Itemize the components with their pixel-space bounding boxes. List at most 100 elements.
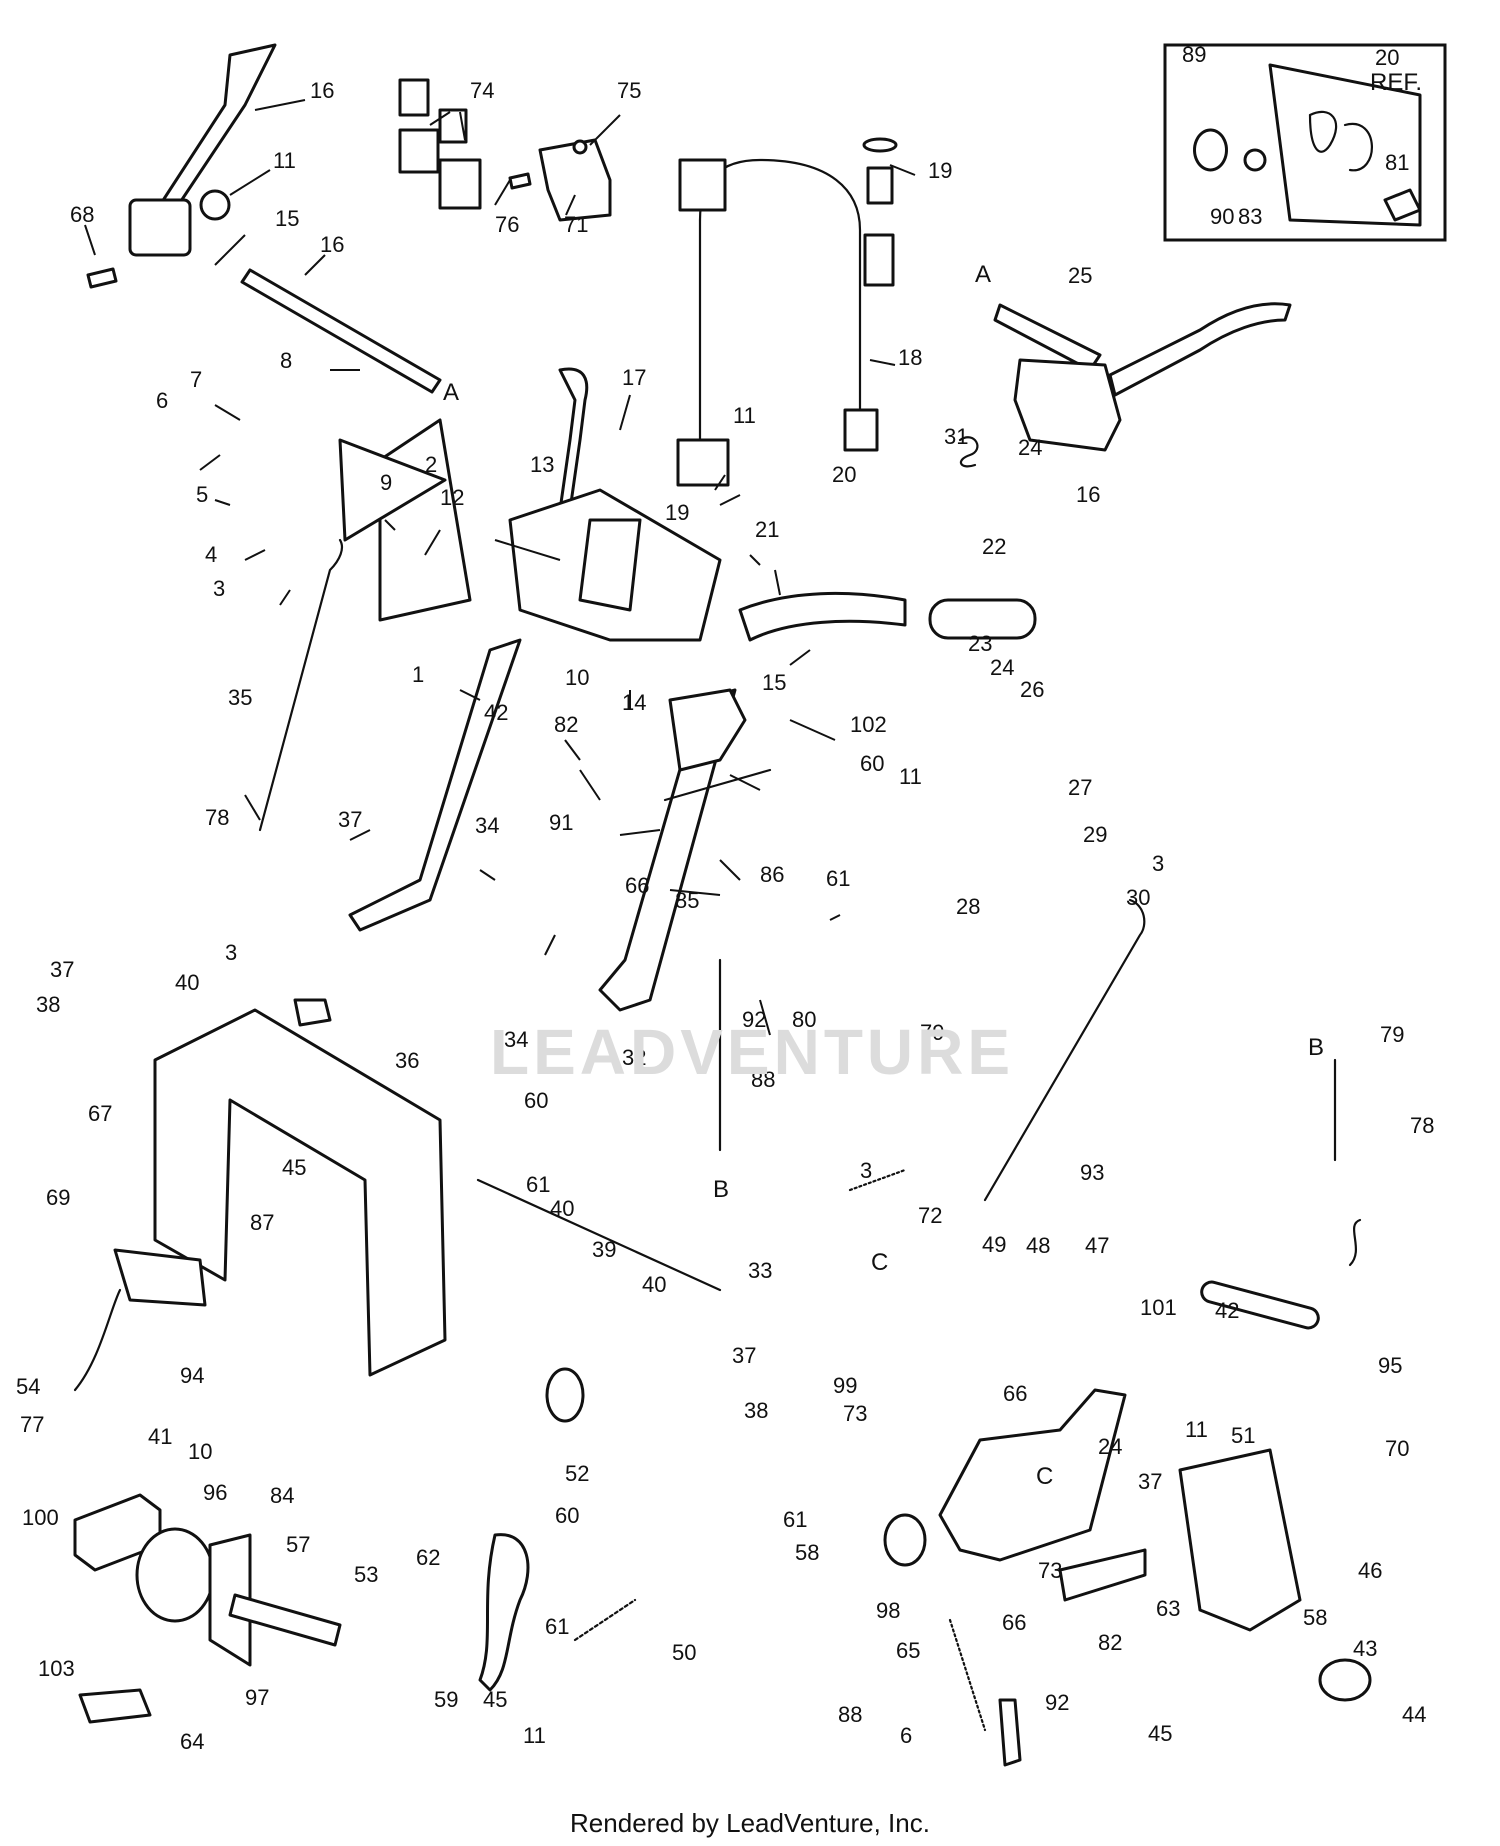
inset-ref-label: REF. <box>1370 69 1422 96</box>
callout-25: 25 <box>1068 263 1092 288</box>
callout-85: 85 <box>675 888 699 913</box>
callout-23: 23 <box>968 631 992 656</box>
callout-69: 69 <box>46 1185 70 1210</box>
bottom-center-parts <box>478 1367 637 1692</box>
callout-61: 61 <box>526 1172 550 1197</box>
callout-66: 66 <box>1002 1610 1026 1635</box>
callout-68: 68 <box>70 202 94 227</box>
callout-2: 2 <box>425 452 437 477</box>
callout-4: 4 <box>205 542 217 567</box>
callout-98: 98 <box>876 1598 900 1623</box>
callout-37: 37 <box>50 957 74 982</box>
callout-86: 86 <box>760 862 784 887</box>
leader-lines <box>84 99 916 1036</box>
callout-89: 89 <box>1182 42 1206 67</box>
callout-39: 39 <box>592 1237 616 1262</box>
callout-27: 27 <box>1068 775 1092 800</box>
callout-46: 46 <box>1358 1558 1382 1583</box>
callout-79: 79 <box>920 1020 944 1045</box>
callout-58: 58 <box>1303 1605 1327 1630</box>
callout-7: 7 <box>190 367 202 392</box>
callout-67: 67 <box>88 1101 112 1126</box>
callout-10: 10 <box>188 1439 212 1464</box>
callout-62: 62 <box>416 1545 440 1570</box>
callout-16: 16 <box>320 232 344 257</box>
callout-75: 75 <box>617 78 641 103</box>
callout-17: 17 <box>622 365 646 390</box>
footer-credit: Rendered by LeadVenture, Inc. <box>570 1808 930 1838</box>
callout-8: 8 <box>280 348 292 373</box>
callout-73: 73 <box>1038 1558 1062 1583</box>
callout-94: 94 <box>180 1363 204 1388</box>
callout-61: 61 <box>783 1507 807 1532</box>
callout-19: 19 <box>665 500 689 525</box>
callout-95: 95 <box>1378 1353 1402 1378</box>
callout-29: 29 <box>1083 822 1107 847</box>
callout-83: 83 <box>1238 204 1262 229</box>
callout-45: 45 <box>282 1155 306 1180</box>
callout-42: 42 <box>1215 1298 1239 1323</box>
reference-letter-c: C <box>1036 1463 1053 1490</box>
callout-72: 72 <box>918 1203 942 1228</box>
callout-16: 16 <box>310 78 334 103</box>
callout-76: 76 <box>495 212 519 237</box>
callout-44: 44 <box>1402 1702 1426 1727</box>
callout-34: 34 <box>504 1027 528 1052</box>
callout-3: 3 <box>213 576 225 601</box>
bottom-right-assembly <box>848 1168 1372 1767</box>
inset-box <box>1163 43 1447 242</box>
callout-54: 54 <box>16 1374 40 1399</box>
callout-41: 41 <box>148 1424 172 1449</box>
callout-32: 32 <box>622 1045 646 1070</box>
callout-65: 65 <box>896 1638 920 1663</box>
callout-3: 3 <box>225 940 237 965</box>
callout-35: 35 <box>228 685 252 710</box>
callout-19: 19 <box>928 158 952 183</box>
callout-37: 37 <box>732 1343 756 1368</box>
callout-84: 84 <box>270 1483 294 1508</box>
callout-66: 66 <box>1003 1381 1027 1406</box>
callout-49: 49 <box>982 1232 1006 1257</box>
callout-100: 100 <box>22 1505 59 1530</box>
callout-81: 81 <box>1385 150 1409 175</box>
callout-13: 13 <box>530 452 554 477</box>
left-lower-bracket <box>73 998 447 1392</box>
reference-letter-b: B <box>1308 1034 1324 1061</box>
callout-11: 11 <box>899 764 922 789</box>
callout-15: 15 <box>762 670 786 695</box>
callout-71: 71 <box>564 212 588 237</box>
callout-97: 97 <box>245 1685 269 1710</box>
callout-96: 96 <box>203 1480 227 1505</box>
reference-letter-a: A <box>443 379 459 406</box>
right-upper-lever <box>958 302 1292 468</box>
callout-57: 57 <box>286 1532 310 1557</box>
callout-21: 21 <box>755 517 779 542</box>
callout-26: 26 <box>1020 677 1044 702</box>
reference-letter-c: C <box>871 1249 888 1276</box>
callout-78: 78 <box>1410 1113 1434 1138</box>
callout-38: 38 <box>744 1398 768 1423</box>
callout-14: 14 <box>622 690 646 715</box>
callout-33: 33 <box>748 1258 772 1283</box>
callout-16: 16 <box>1076 482 1100 507</box>
callout-3: 3 <box>1152 851 1164 876</box>
callout-37: 37 <box>338 807 362 832</box>
callout-60: 60 <box>524 1088 548 1113</box>
callout-20: 20 <box>832 462 856 487</box>
callout-80: 80 <box>792 1007 816 1032</box>
callout-20: 20 <box>1375 45 1399 70</box>
callout-51: 51 <box>1231 1423 1255 1448</box>
reference-letter-b: B <box>713 1176 729 1203</box>
callout-11: 11 <box>273 148 296 173</box>
callout-58: 58 <box>795 1540 819 1565</box>
callout-18: 18 <box>898 345 922 370</box>
callout-53: 53 <box>354 1562 378 1587</box>
callout-64: 64 <box>180 1729 204 1754</box>
callout-82: 82 <box>554 712 578 737</box>
callout-52: 52 <box>565 1461 589 1486</box>
callout-78: 78 <box>205 805 229 830</box>
callout-63: 63 <box>1156 1596 1180 1621</box>
